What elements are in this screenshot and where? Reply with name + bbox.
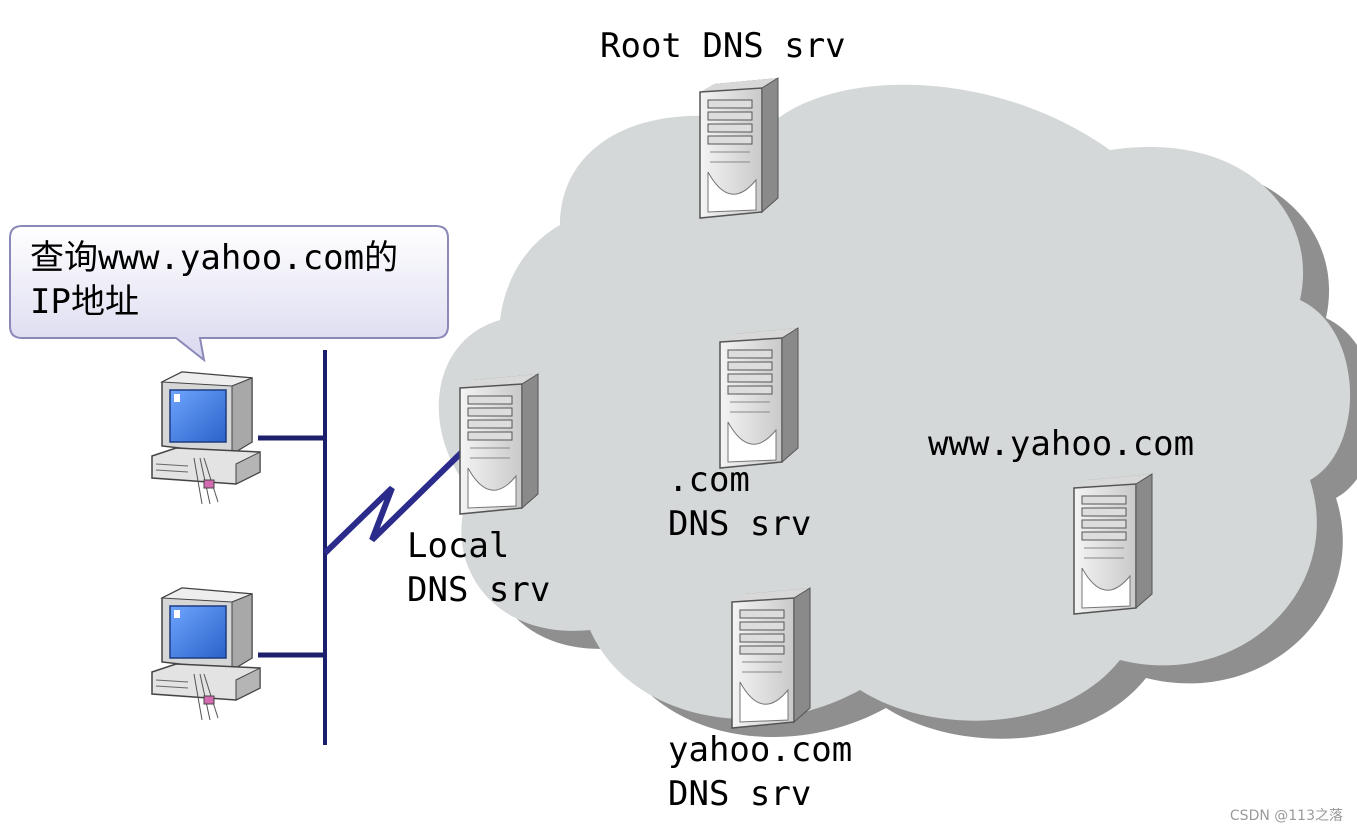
computer-icon bbox=[151, 587, 261, 721]
www-yahoo-label-line1: www.yahoo.com bbox=[928, 424, 1195, 464]
www-yahoo-label: www.yahoo.com bbox=[928, 422, 1194, 466]
callout-line-1: 查询www.yahoo.com的 bbox=[30, 238, 399, 278]
root-dns-label-line1: Root DNS srv bbox=[600, 26, 846, 66]
server-icon bbox=[1073, 473, 1153, 615]
root-dns-label: Root DNS srv bbox=[600, 24, 846, 68]
callout-line-2: IP地址 bbox=[30, 282, 139, 322]
local-dns-label-line1: Local bbox=[407, 526, 510, 566]
cloud-icon bbox=[438, 84, 1351, 721]
computer-icon bbox=[151, 371, 261, 505]
callout-bubble bbox=[9, 225, 449, 363]
local-dns-label-line2: DNS srv bbox=[407, 570, 551, 610]
lightning-link-icon bbox=[322, 449, 465, 556]
server-icon bbox=[731, 587, 811, 729]
com-dns-label-line2: DNS srv bbox=[668, 504, 812, 544]
yahoo-dns-label-line2: DNS srv bbox=[668, 774, 812, 814]
server-icon bbox=[459, 373, 539, 515]
yahoo-dns-label-line1: yahoo.com bbox=[668, 730, 853, 770]
com-dns-label-line1: .com bbox=[668, 460, 750, 500]
server-icon bbox=[699, 77, 779, 219]
watermark: CSDN @113之落 bbox=[1229, 808, 1343, 824]
server-icon bbox=[719, 327, 799, 469]
